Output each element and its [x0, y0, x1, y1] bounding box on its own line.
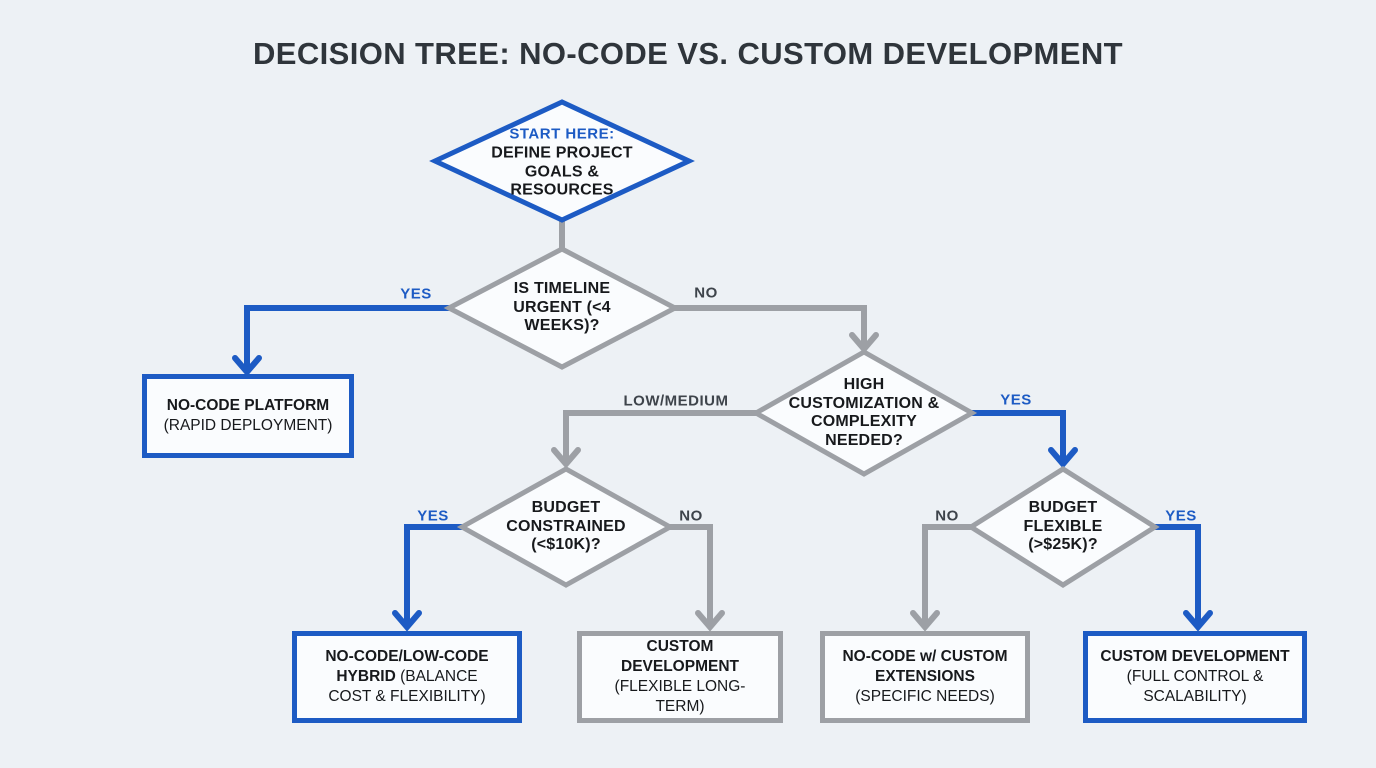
edge-budget-flexible-yes — [1153, 524, 1201, 623]
edge-customization-low — [563, 410, 758, 460]
outcome-box-no-code-platform: NO-CODE PLATFORM (RAPID DEPLOYMENT) — [142, 374, 354, 458]
arrowhead-budget-flexible-yes — [1183, 610, 1213, 632]
arrowhead-customization-low — [551, 447, 581, 469]
page-title: DECISION TREE: NO-CODE VS. CUSTOM DEVELO… — [252, 36, 1123, 71]
edge-label-timeline-no: NO — [694, 284, 718, 302]
edge-timeline-no — [674, 305, 867, 345]
arrowhead-budget-constrained-yes — [392, 610, 422, 632]
outcome-no-code-extensions-label: NO-CODE w/ CUSTOM EXTENSIONS — [842, 647, 1008, 685]
outcome-no-code-extensions-sublabel: (SPECIFIC NEEDS) — [855, 688, 995, 706]
edge-label-budget-flexible-no: NO — [935, 507, 959, 525]
start-diamond-shape — [429, 99, 695, 223]
edges-gray — [551, 220, 973, 632]
customization-node-label: HIGH CUSTOMIZATION & COMPLEXITY NEEDED? — [788, 375, 940, 449]
edge-label-customization-yes: YES — [1000, 391, 1032, 409]
outcome-box-no-code-extensions: NO-CODE w/ CUSTOM EXTENSIONS (SPECIFIC N… — [820, 631, 1030, 723]
start-node-header: START HERE: — [509, 125, 615, 143]
timeline-node-label: IS TIMELINE URGENT (<4 WEEKS)? — [513, 280, 611, 335]
edge-label-budget-constrained-no: NO — [679, 507, 703, 525]
arrowhead-budget-flexible-no — [910, 610, 940, 632]
edges-blue — [232, 305, 1213, 632]
edge-label-budget-flexible-yes: YES — [1165, 507, 1197, 525]
diamond-shapes — [429, 99, 1160, 588]
outcome-box-custom-long-term: CUSTOM DEVELOPMENT (FLEXIBLE LONG-TERM) — [577, 631, 783, 723]
arrowhead-timeline-yes — [232, 355, 262, 377]
edge-label-customization-low: LOW/MEDIUM — [623, 392, 729, 410]
outcome-hybrid-label: NO-CODE/LOW-CODE HYBRID — [325, 647, 489, 685]
outcome-custom-full-control-sublabel: (FULL CONTROL & SCALABILITY) — [1126, 667, 1264, 706]
budget-constrained-diamond-shape — [456, 466, 676, 588]
outcome-custom-long-term-sublabel: (FLEXIBLE LONG-TERM) — [614, 678, 746, 716]
budget-constrained-node-label: BUDGET CONSTRAINED (<$10K)? — [506, 499, 626, 554]
start-node-label: DEFINE PROJECT GOALS & RESOURCES — [491, 144, 633, 199]
arrowhead-customization-yes — [1048, 447, 1078, 469]
edge-customization-yes — [970, 410, 1066, 460]
arrowhead-budget-constrained-no — [695, 610, 725, 632]
outcome-custom-long-term-label: CUSTOM DEVELOPMENT — [621, 637, 739, 675]
customization-diamond-shape — [750, 349, 978, 477]
edge-label-budget-constrained-yes: YES — [417, 507, 449, 525]
outcome-custom-full-control-label: CUSTOM DEVELOPMENT — [1100, 647, 1290, 665]
edge-budget-constrained-yes — [404, 524, 464, 623]
outcome-no-code-platform-sublabel: (RAPID DEPLOYMENT) — [163, 417, 333, 434]
timeline-diamond-shape — [443, 246, 681, 370]
budget-flexible-diamond-shape — [966, 466, 1160, 588]
outcome-box-custom-full-control: CUSTOM DEVELOPMENT (FULL CONTROL & SCALA… — [1083, 631, 1307, 723]
outcome-no-code-platform-label: NO-CODE PLATFORM — [166, 396, 330, 414]
edge-timeline-yes — [244, 305, 451, 368]
outcome-box-hybrid: NO-CODE/LOW-CODE HYBRID (BALANCE COST & … — [292, 631, 522, 723]
budget-flexible-node-label: BUDGET FLEXIBLE (>$25K)? — [1023, 499, 1103, 554]
outcome-hybrid-sublabel: (BALANCE COST & FLEXIBILITY) — [328, 667, 486, 706]
start-node: START HERE: DEFINE PROJECT GOALS & RESOU… — [487, 125, 637, 200]
edge-budget-constrained-no — [668, 524, 713, 623]
arrowhead-timeline-no — [849, 332, 879, 354]
edge-label-timeline-yes: YES — [400, 285, 432, 303]
edge-budget-flexible-no — [922, 524, 973, 623]
